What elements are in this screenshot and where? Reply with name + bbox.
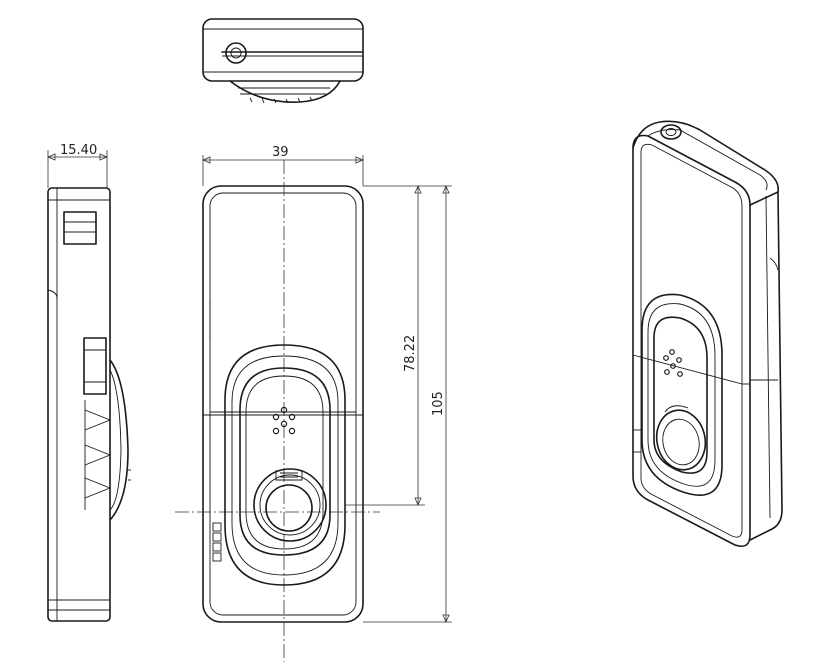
side-view: 15.40 (46, 143, 131, 622)
side-port-icon (212, 522, 222, 562)
top-view (202, 18, 364, 104)
dimension-width-label: 39 (272, 145, 289, 160)
isometric-port-icon (660, 124, 682, 140)
round-button-icon (253, 468, 327, 542)
speaker-icon (272, 406, 296, 435)
connector-port-icon (225, 42, 247, 64)
dimension-overall-height-label: 105 (431, 391, 446, 416)
dimension-thickness-label: 15.40 (60, 143, 97, 158)
front-view: 39 (175, 145, 452, 662)
isometric-view (632, 120, 783, 548)
dimension-button-height-label: 78.22 (403, 335, 418, 372)
isometric-speaker-icon (663, 349, 683, 377)
